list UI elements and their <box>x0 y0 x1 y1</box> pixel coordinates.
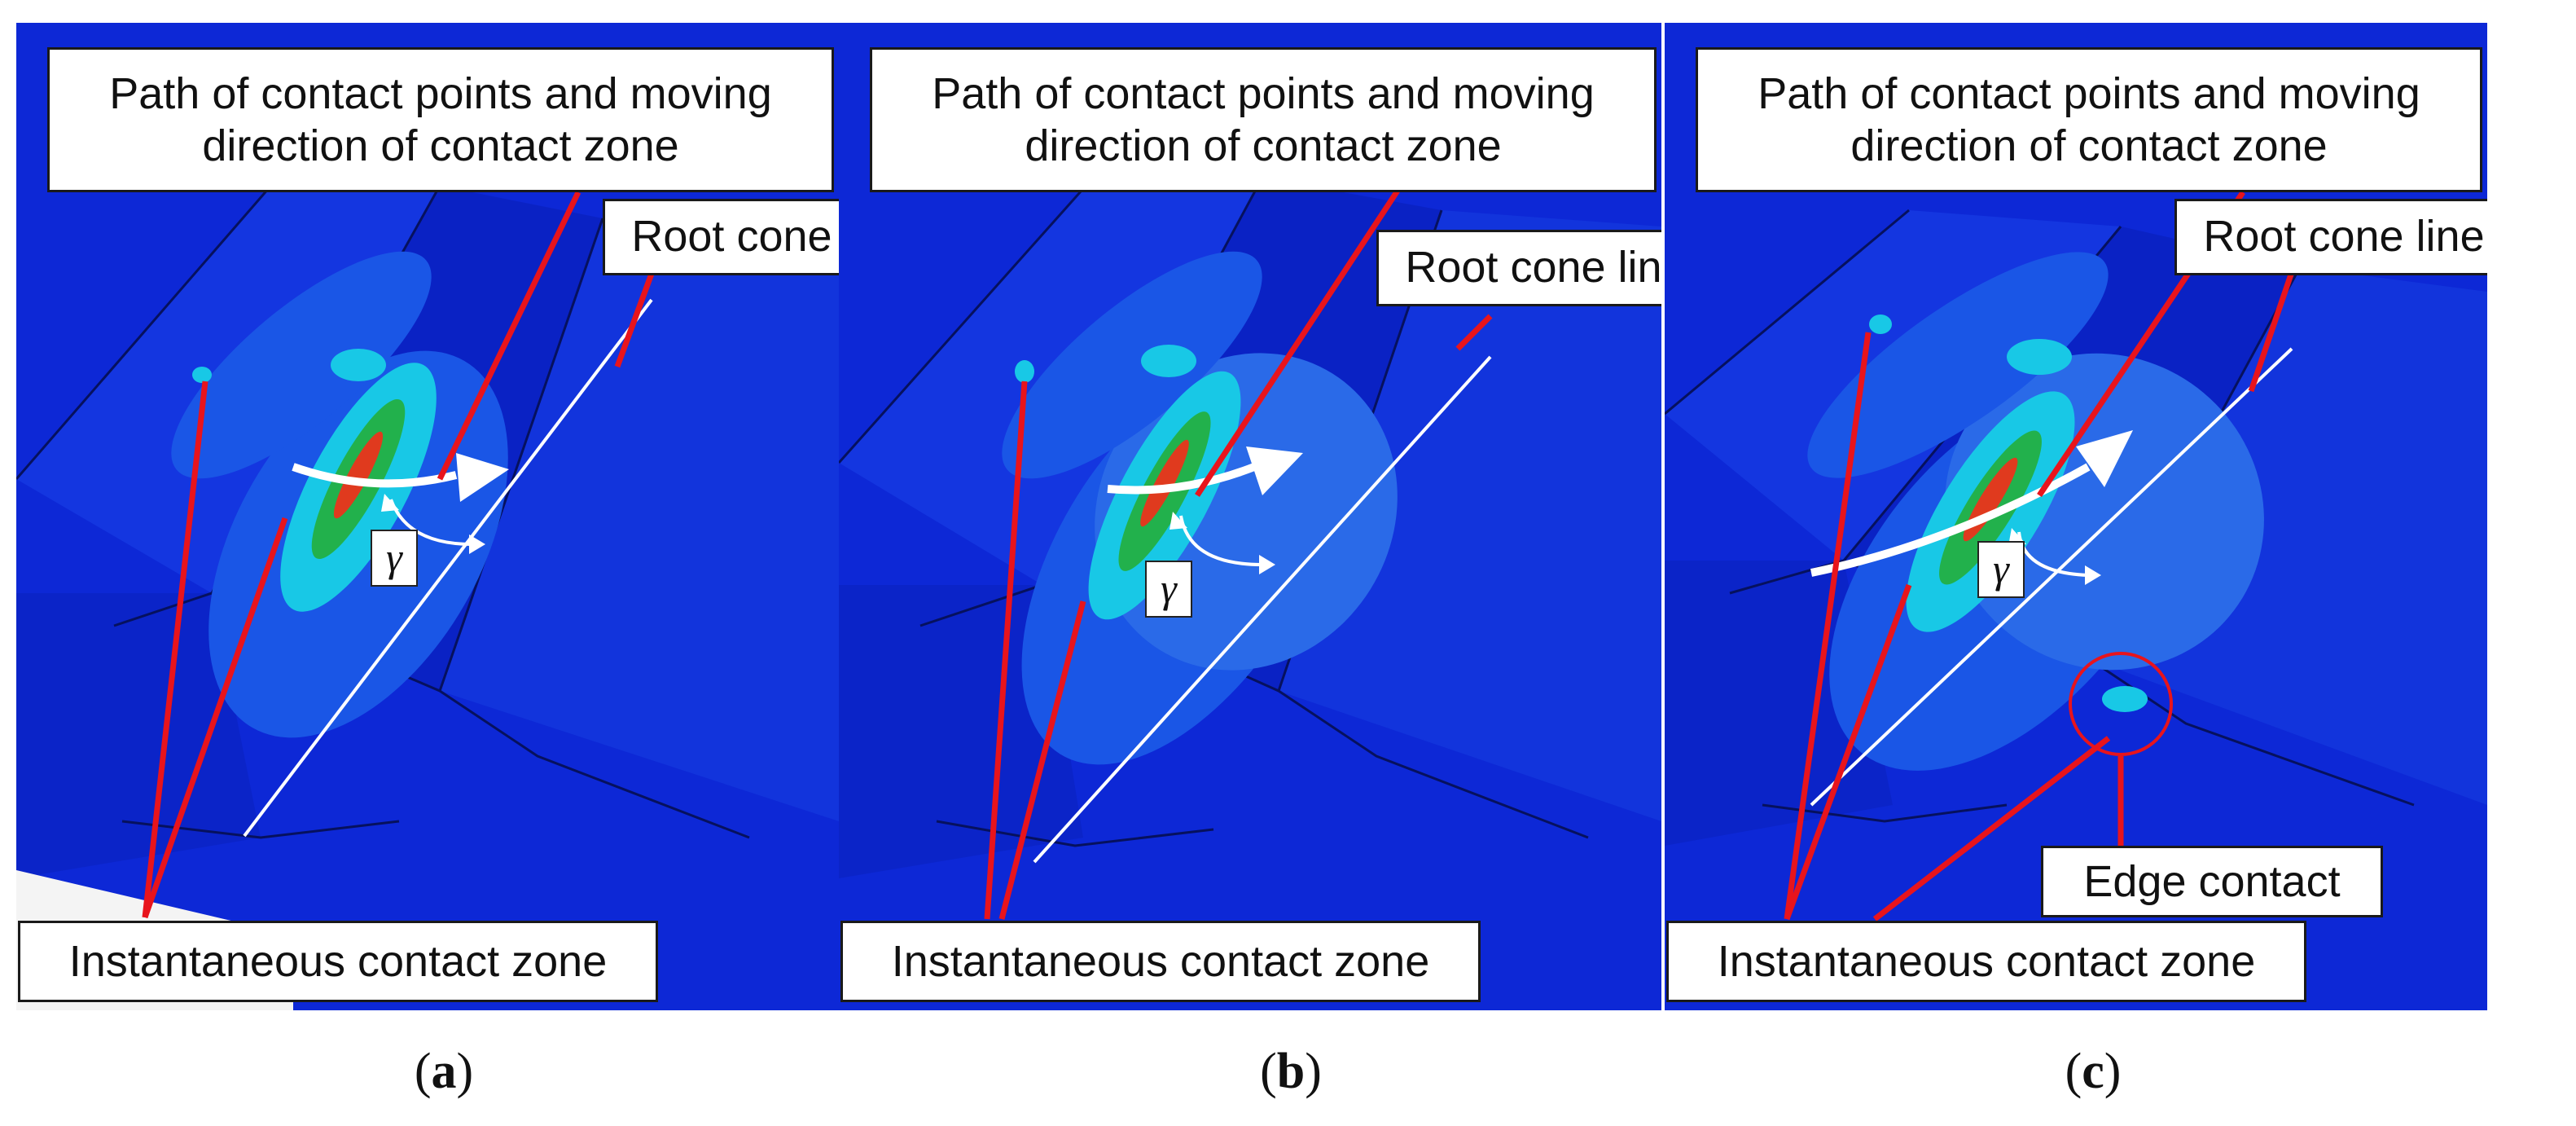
path-label: Path of contact points and moving direct… <box>47 47 834 192</box>
root-cone-line <box>1033 355 1492 864</box>
path-arrow <box>1810 463 2091 577</box>
contact-zone-label: Instantaneous contact zone <box>1666 921 2306 1002</box>
gamma-label: γ <box>1977 541 2025 598</box>
edge-contact-circle <box>2069 652 2173 756</box>
root-cone-label: Root cone line <box>2174 199 2487 275</box>
root-cone-line <box>1810 347 2293 807</box>
panel-b-fe-render <box>839 23 1661 1010</box>
contact-zone-label: Instantaneous contact zone <box>18 921 658 1002</box>
gamma-label: γ <box>371 530 418 587</box>
caption-c: (c) <box>2065 1044 2122 1099</box>
gamma-label: γ <box>1145 561 1192 618</box>
root-cone-line <box>243 298 653 838</box>
path-label: Path of contact points and moving direct… <box>870 47 1657 192</box>
caption-b: (b) <box>1260 1044 1322 1099</box>
caption-a: (a) <box>414 1044 474 1099</box>
root-cone-label: Root cone line <box>1376 230 1661 306</box>
panel-a: Path of contact points and moving direct… <box>16 23 839 1010</box>
root-cone-label: Root cone line <box>603 199 839 275</box>
edge-contact-label: Edge contact <box>2041 846 2383 917</box>
panel-c: Path of contact points and moving direct… <box>1665 23 2487 1010</box>
path-label: Path of contact points and moving direct… <box>1696 47 2482 192</box>
panel-b: Path of contact points and moving direct… <box>839 23 1661 1010</box>
path-arrow <box>1107 463 1256 495</box>
contact-zone-label: Instantaneous contact zone <box>840 921 1481 1002</box>
path-arrow <box>292 463 458 488</box>
